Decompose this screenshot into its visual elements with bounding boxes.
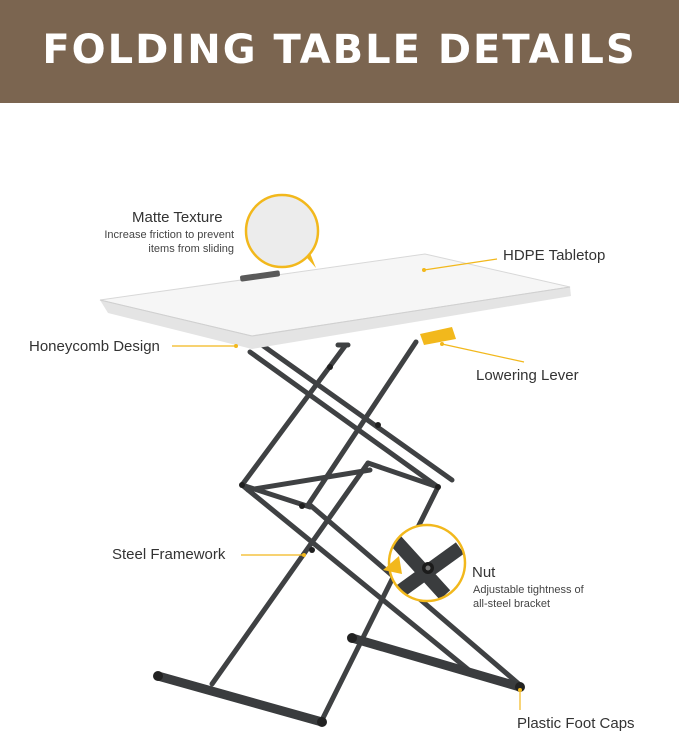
- nut-desc-line2: all-steel bracket: [473, 598, 551, 610]
- nut-desc-line1: Adjustable tightness of: [473, 584, 584, 596]
- plastic-foot-caps-label: Plastic Foot Caps: [517, 715, 635, 732]
- matte-texture-title: Matte Texture: [132, 209, 223, 226]
- plastic-foot-caps-icon: [153, 633, 525, 727]
- lowering-lever: [420, 327, 456, 345]
- steel-framework-label: Steel Framework: [112, 546, 226, 563]
- frame-joints: [239, 364, 441, 553]
- honeycomb-design-label: Honeycomb Design: [29, 338, 160, 355]
- hdpe-tabletop-label: HDPE Tabletop: [503, 247, 606, 264]
- foot-bars: [153, 633, 525, 727]
- steel-framework: [209, 339, 523, 723]
- lowering-lever-label: Lowering Lever: [476, 367, 579, 384]
- hdpe-tabletop: [99, 253, 571, 349]
- page-title: FOLDING TABLE DETAILS: [42, 27, 637, 73]
- nut-magnifier: [383, 523, 467, 603]
- nut-title: Nut: [472, 564, 496, 581]
- matte-texture-desc-line2: items from sliding: [148, 243, 234, 255]
- header-banner: FOLDING TABLE DETAILS: [0, 0, 679, 103]
- matte-texture-magnifier: [244, 193, 320, 269]
- matte-texture-desc-line1: Increase friction to prevent: [104, 229, 234, 241]
